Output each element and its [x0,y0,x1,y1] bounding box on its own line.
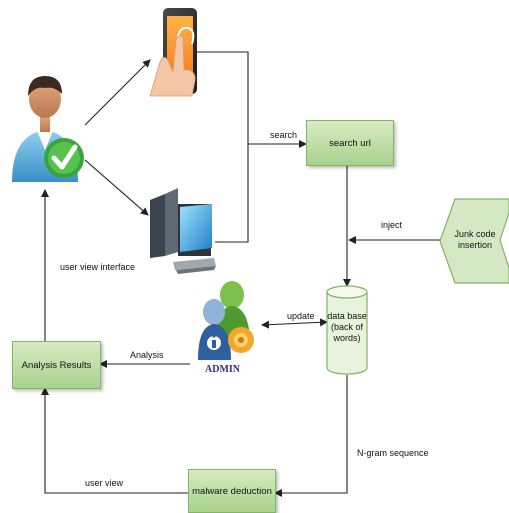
desktop-computer-icon [150,188,216,274]
analysis-results-node: Analysis Results [12,341,101,389]
junk-code-label: Junk code insertion [450,229,500,251]
malware-deduction-label: malware deduction [192,485,272,497]
user-check-icon [12,76,84,182]
database-line-2: (back of [330,322,363,332]
edge-label-analysis: Analysis [130,350,164,360]
database-label: data base (back of words) [327,311,367,344]
edge-label-search: search [270,130,298,140]
junk-code-line-2: insertion [457,240,493,250]
smartphone-touch-icon [149,8,197,97]
edge-database-to-malware [274,375,348,497]
edge-user-to-desktop [84,159,149,216]
edge-malware-to-analysis [41,387,188,494]
edge-label-user-view: user view [85,478,124,488]
edge-desktop-to-join [215,144,249,243]
database-node [326,285,368,375]
search-url-node: search url [306,120,394,166]
junk-code-line-1: Junk code [454,229,496,239]
analysis-results-label: Analysis Results [21,359,92,371]
malware-deduction-node: malware deduction [188,469,276,513]
admin-label: ADMIN [205,364,240,375]
database-line-3: words) [333,333,361,343]
edge-user-to-phone [84,59,151,126]
edge-label-user-view-interface: user view interface [60,262,136,272]
edge-label-ngram: N-gram sequence [357,448,429,458]
edge-label-inject: inject [381,220,403,230]
edge-phone-to-search [195,51,307,148]
junk-code-insertion-node [439,198,509,284]
search-url-label: search url [329,137,371,149]
edge-label-update: update [287,311,315,321]
admin-group-icon [198,281,254,360]
database-line-1: data base [327,311,367,321]
edge-admin-database-update [261,318,328,329]
